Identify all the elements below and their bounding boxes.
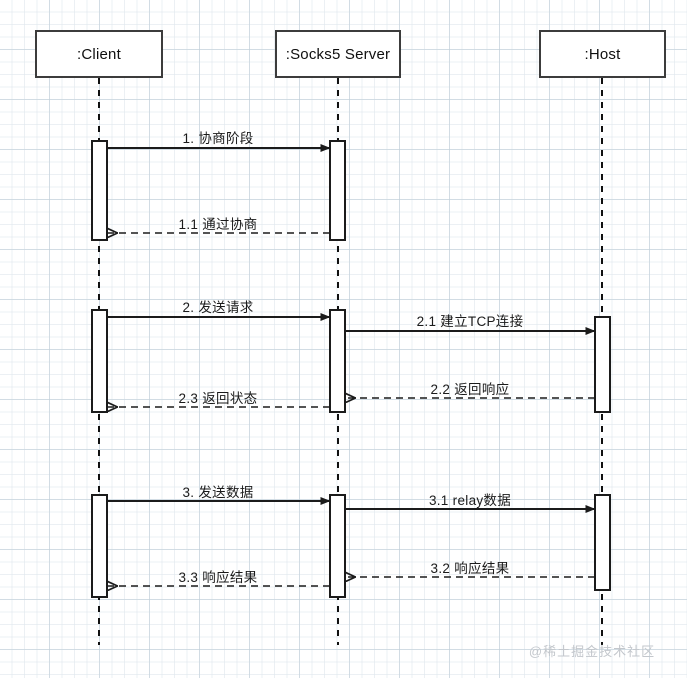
actor-label: :Client [77, 45, 121, 63]
message-label-m1_1: 1.1 通过协商 [178, 217, 258, 232]
activation-bar-client [91, 309, 108, 413]
message-label-m2_2: 2.2 返回响应 [430, 382, 510, 397]
actor-box-client[interactable]: :Client [35, 30, 163, 78]
actor-label: :Socks5 Server [285, 45, 391, 63]
activation-bar-socks5 [329, 494, 346, 598]
lifelines-layer [98, 78, 603, 645]
actor-label: :Host [584, 45, 621, 63]
message-label-m3: 3. 发送数据 [182, 485, 254, 500]
message-label-m2_3: 2.3 返回状态 [178, 391, 258, 406]
message-label-m2_1: 2.1 建立TCP连接 [416, 314, 524, 329]
activations-layer [91, 140, 611, 598]
activation-bar-host [594, 494, 611, 591]
activation-bar-client [91, 494, 108, 598]
activation-bar-socks5 [329, 140, 346, 241]
message-label-m3_3: 3.3 响应结果 [178, 570, 258, 585]
messages-layer [107, 144, 596, 586]
message-label-m3_1: 3.1 relay数据 [428, 493, 512, 508]
actor-box-host[interactable]: :Host [539, 30, 666, 78]
watermark-text: @稀土掘金技术社区 [528, 644, 656, 659]
message-label-m1: 1. 协商阶段 [182, 131, 254, 146]
message-label-m2: 2. 发送请求 [182, 300, 254, 315]
activation-bar-client [91, 140, 108, 241]
message-label-m3_2: 3.2 响应结果 [430, 561, 510, 576]
activation-bar-socks5 [329, 309, 346, 413]
activation-bar-host [594, 316, 611, 413]
actor-box-socks5[interactable]: :Socks5 Server [275, 30, 401, 78]
